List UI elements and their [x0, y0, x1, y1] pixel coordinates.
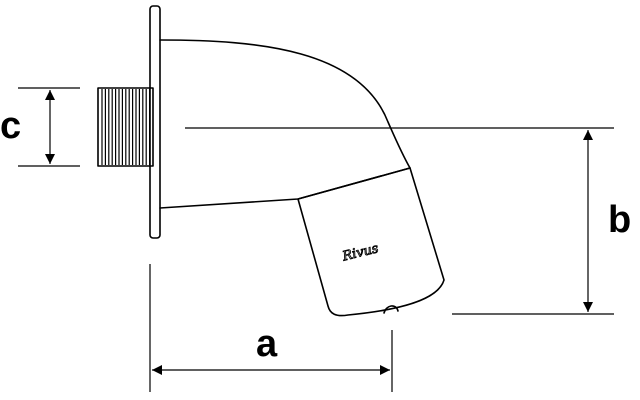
- dimension-b: b: [185, 127, 631, 315]
- dimension-a: a: [149, 264, 393, 392]
- dimension-label-b: b: [608, 199, 631, 241]
- spout-body: [159, 39, 411, 209]
- brand-logo: Rivus: [340, 241, 380, 265]
- spout-nozzle: [297, 167, 445, 317]
- threaded-connector: [97, 87, 154, 167]
- dimension-label-a: a: [256, 323, 278, 365]
- dimension-c: c: [0, 87, 80, 167]
- dimension-label-c: c: [0, 105, 21, 147]
- wall-flange: [149, 5, 161, 239]
